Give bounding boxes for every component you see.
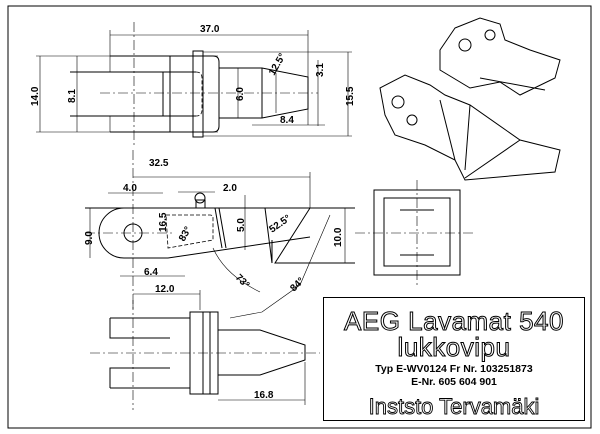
dim-14: 14.0 (30, 86, 41, 106)
dim-83: 83° (177, 225, 194, 244)
dim-37: 37.0 (200, 24, 220, 35)
dim-4-0: 4.0 (123, 183, 137, 194)
side-view: 32.5 4.0 2.0 9.0 16.5 83° 5.0 52.5° 10.0… (84, 150, 355, 319)
dim-6-4: 6.4 (144, 267, 158, 278)
dim-8-4: 8.4 (280, 115, 294, 126)
dim-2-0: 2.0 (223, 183, 237, 194)
dim-9-0: 9.0 (84, 231, 95, 245)
dim-8-1: 8.1 (67, 89, 78, 103)
title: AEG Lavamat 540 (344, 306, 564, 336)
dim-12-5: 12.5° (267, 52, 288, 78)
top-view: 37.0 14.0 8.1 6.0 12.5° 3.1 8.4 15.5 (30, 22, 356, 148)
part-name: lukkovipu (397, 332, 511, 362)
dim-52-5: 52.5° (267, 213, 293, 235)
dim-16-8: 16.8 (254, 390, 274, 401)
front-view (355, 180, 475, 285)
dim-5-0: 5.0 (236, 218, 247, 232)
bottom-view: 16.8 (90, 300, 320, 410)
dim-6-0: 6.0 (235, 87, 246, 101)
isometric-view (379, 17, 561, 181)
dim-73: 73° (233, 272, 251, 290)
dim-10-0: 10.0 (333, 227, 344, 247)
dim-15-5: 15.5 (345, 86, 356, 106)
title-block: AEG Lavamat 540 lukkovipu Typ E-WV0124 F… (323, 297, 585, 421)
enr-line: E-Nr. 605 604 901 (411, 376, 497, 388)
dim-3-1: 3.1 (315, 63, 326, 77)
author: Inststo Tervamäki (368, 394, 540, 419)
dim-16-5: 16.5 (158, 212, 169, 232)
dim-12-0: 12.0 (155, 284, 175, 295)
dim-32-5: 32.5 (149, 158, 169, 169)
drawing-frame (7, 5, 592, 429)
type-line: Typ E-WV0124 Fr Nr. 103251873 (375, 363, 533, 375)
